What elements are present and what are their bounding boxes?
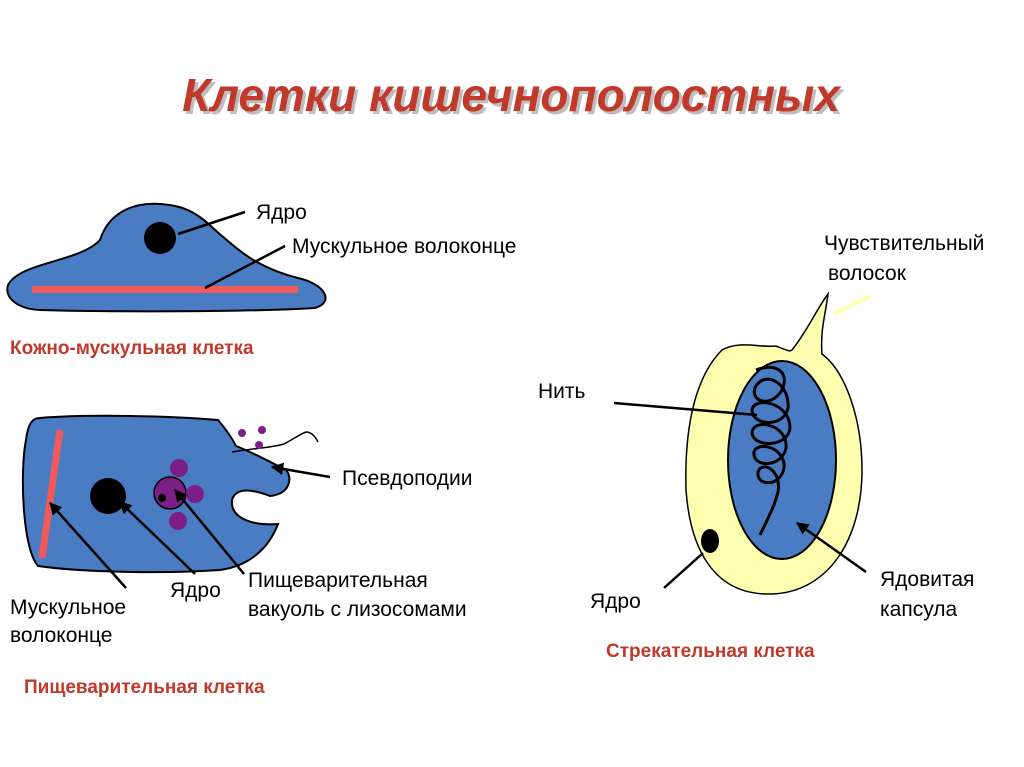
label-nucleus: Ядро xyxy=(170,579,221,602)
page-title: Клетки кишечнополостных xyxy=(182,69,842,121)
label-muscle-fiber: Мускульное волоконце xyxy=(292,235,516,258)
label-fiber-line1: Мускульное xyxy=(10,596,126,619)
label-pseudopodia: Псевдоподии xyxy=(342,467,472,490)
muscle-fiber xyxy=(32,286,298,293)
skin-muscle-cell: Ядро Мускульное волоконце Кожно-мускульн… xyxy=(6,201,516,359)
pointer-nucleus xyxy=(177,210,246,236)
pointer-fiber xyxy=(204,244,286,290)
title-shadow: Клетки кишечнополостных xyxy=(185,72,845,124)
pointer-fiber xyxy=(49,502,127,589)
pointer-thread xyxy=(613,401,758,417)
pointer-pseudopodia xyxy=(270,462,331,479)
sensory-hair-pointer xyxy=(833,294,871,316)
caption-stinging-cell: Стрекательная клетка xyxy=(606,641,815,662)
pointer-nucleus xyxy=(119,501,196,575)
caption-skin-muscle-cell: Кожно-мускульная клетка xyxy=(10,338,254,359)
label-fiber-line2: волоконце xyxy=(10,624,112,647)
caption-digestive-cell: Пищеварительная клетка xyxy=(24,677,265,698)
label-nucleus: Ядро xyxy=(256,201,307,224)
pointer-nucleus xyxy=(663,552,704,589)
stinging-thread xyxy=(750,365,792,536)
pointer-capsule xyxy=(795,521,867,574)
nucleus xyxy=(90,478,126,514)
stinging-cell: Чувствительный волосок Нить Ядро Ядовита… xyxy=(538,232,984,662)
pointer-vacuole xyxy=(174,489,245,575)
label-sensory-hair-line2: волосок xyxy=(828,262,907,285)
muscle-fiber xyxy=(38,429,64,559)
label-sensory-hair-line1: Чувствительный xyxy=(824,232,984,255)
title-group: Клетки кишечнополостных Клетки кишечнопо… xyxy=(182,69,845,124)
label-vacuole-line2: вакуоль с лизосомами xyxy=(248,598,467,621)
label-capsule-line1: Ядовитая xyxy=(880,568,974,591)
lysosomes xyxy=(238,426,266,449)
skin-muscle-cell-body xyxy=(6,202,327,313)
label-capsule-line2: капсула xyxy=(880,598,957,621)
label-vacuole-line1: Пищеварительная xyxy=(248,569,428,592)
digestive-cell: Псевдоподии Ядро Мускульное волоконце Пи… xyxy=(10,414,472,698)
label-nucleus: Ядро xyxy=(590,590,641,613)
nucleus xyxy=(701,529,719,553)
nucleus xyxy=(144,222,176,254)
label-thread: Нить xyxy=(538,380,586,403)
